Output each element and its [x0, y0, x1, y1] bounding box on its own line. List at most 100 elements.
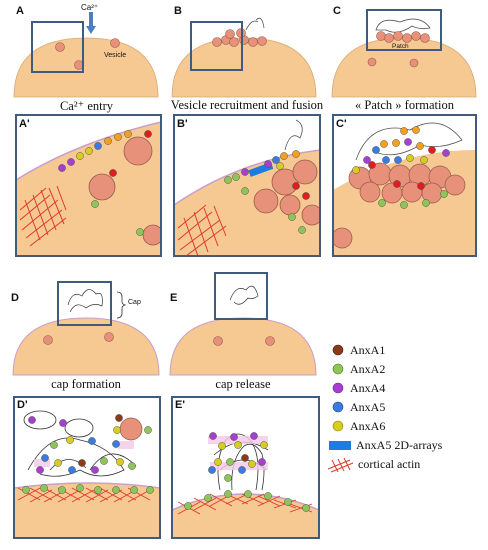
anxa2-dot — [130, 486, 138, 494]
red-annexin-dot — [417, 182, 425, 190]
anxa2-dot — [232, 173, 240, 181]
anxa6-dot — [113, 426, 121, 434]
anxa2-dot — [378, 199, 386, 207]
anxa2-dot — [204, 494, 212, 502]
zoom-box-e — [214, 272, 268, 320]
panel-b — [171, 17, 317, 98]
red-annexin-dot — [144, 130, 152, 138]
cap-bracket — [116, 291, 127, 319]
legend-anxa5-array-label: AnxA5 2D-arrays — [356, 438, 443, 452]
patch-vesicles — [367, 31, 430, 68]
orange-annexin-dot — [416, 142, 424, 150]
pink-patch — [208, 436, 268, 444]
red-annexin-dot — [109, 169, 117, 177]
cell-body-b — [171, 37, 317, 98]
caption-d: cap formation — [51, 377, 121, 391]
cap-label: Cap — [128, 299, 141, 306]
anxa5-dot — [394, 156, 402, 164]
anxa6-dot — [406, 154, 414, 162]
anxa2-dot — [100, 457, 108, 465]
anxa2-dot — [298, 226, 306, 234]
vesicle — [119, 417, 143, 441]
anxa2-dot — [400, 201, 408, 209]
anxa4-dot — [230, 433, 238, 441]
anxa2-dot — [146, 486, 154, 494]
zoom-frame-d-prime — [13, 396, 161, 539]
legend-symbols — [327, 344, 354, 473]
vesicle — [88, 173, 116, 201]
anxa4-dot — [363, 156, 371, 164]
anxa2-dot — [40, 484, 48, 492]
panel-c-prime — [332, 114, 477, 257]
zoom-box-c — [366, 9, 442, 51]
anxa5-dot — [238, 466, 246, 474]
anxa5-dot — [208, 466, 216, 474]
anxa2-dot — [112, 486, 120, 494]
anxa4-dot — [258, 458, 266, 466]
vesicle — [110, 38, 120, 48]
anxa4-dot — [264, 160, 272, 168]
anxa6-dot — [218, 442, 226, 450]
anxa2-dot — [184, 502, 192, 510]
panel-label-e-prime: E' — [175, 399, 185, 411]
red-annexin-dot — [428, 146, 436, 154]
vesicle — [213, 336, 223, 346]
patch-label: Patch — [392, 43, 409, 50]
anxa2-dot — [284, 498, 292, 506]
cell-body-a — [13, 37, 159, 98]
membrane-curl — [284, 119, 303, 151]
panel-a-prime — [15, 114, 162, 257]
anxa2-dot — [302, 504, 310, 512]
anxa4-dot — [404, 138, 412, 146]
anxa2-dot — [136, 228, 144, 236]
anxa2-dot — [241, 187, 249, 195]
vesicle — [253, 188, 279, 214]
legend-anxa6-label: AnxA6 — [350, 419, 386, 433]
anxa6-dot — [116, 458, 124, 466]
anxa5-dot — [382, 156, 390, 164]
orange-annexin-dot — [114, 133, 122, 141]
panel-label-a: A — [16, 5, 24, 17]
anxa6-dot — [66, 436, 74, 444]
zoom-frame-b-prime — [173, 114, 321, 257]
anxa1-dot — [241, 454, 249, 462]
caption-b: Vesicle recruitment and fusion — [170, 98, 324, 112]
anxa2-dot — [224, 490, 232, 498]
anxa2-dot — [58, 486, 66, 494]
red-annexin-dot — [292, 182, 300, 190]
anxa4-dot — [67, 158, 75, 166]
anxa4-dot — [250, 432, 258, 440]
zoom-box-d — [57, 281, 112, 326]
vesicle — [142, 224, 161, 246]
legend-anxa5-array-swatch — [329, 441, 351, 450]
vesicle — [43, 335, 53, 345]
anxa1-dot — [78, 459, 86, 467]
red-annexin-dot — [368, 161, 376, 169]
vesicle — [292, 159, 318, 185]
anxa5-dot — [112, 440, 120, 448]
anxa2-dot — [50, 441, 58, 449]
anxa6-dot — [76, 152, 84, 160]
zoom-box-a — [31, 21, 84, 73]
panel-label-d: D — [11, 292, 19, 304]
panel-e — [169, 272, 317, 376]
legend-actin-label: cortical actin — [358, 457, 421, 471]
legend-anxa2-label: AnxA2 — [350, 362, 386, 376]
anxa4-dot — [91, 466, 99, 474]
orange-annexin-dot — [280, 152, 288, 160]
anxa1-dot — [115, 414, 123, 422]
panel-label-d-prime: D' — [17, 399, 28, 411]
vesicle — [265, 336, 275, 346]
anxa6-dot — [352, 166, 360, 174]
orange-annexin-dot — [292, 150, 300, 158]
vesicle — [279, 194, 301, 216]
pink-patch — [118, 441, 134, 449]
anxa6-dot — [214, 458, 222, 466]
anxa4-dot — [28, 416, 36, 424]
anxa4-dot — [209, 432, 217, 440]
vesicle — [55, 42, 65, 52]
panel-d — [12, 281, 160, 376]
vesicle — [104, 332, 114, 342]
calcium-arrow-icon — [86, 12, 96, 34]
released-cap — [229, 285, 259, 305]
